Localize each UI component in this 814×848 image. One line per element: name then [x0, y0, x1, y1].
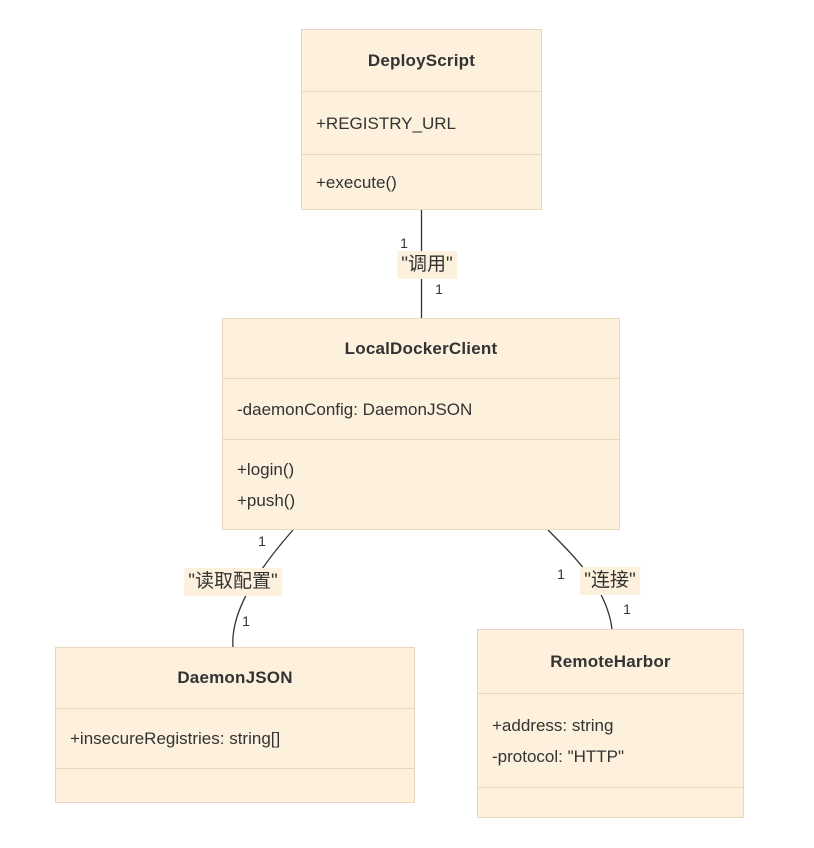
- relation-label-read-config: "读取配置": [184, 568, 282, 596]
- class-method: +execute(): [316, 172, 397, 192]
- class-attribute: +address: string: [492, 715, 614, 735]
- relation-label-connect: "连接": [580, 567, 640, 595]
- class-attributes-deployscript: +REGISTRY_URL: [302, 91, 541, 154]
- class-methods-deployscript: +execute(): [302, 154, 541, 209]
- class-title-remoteharbor: RemoteHarbor: [550, 651, 671, 671]
- multiplicity-to: 1: [435, 281, 443, 297]
- multiplicity-to: 1: [242, 613, 250, 629]
- multiplicity-from: 1: [400, 235, 408, 251]
- class-method: +push(): [237, 490, 296, 510]
- multiplicity-to: 1: [623, 601, 631, 617]
- class-attribute: +REGISTRY_URL: [316, 113, 456, 133]
- class-method: +login(): [237, 459, 295, 479]
- class-node-daemonjson: DaemonJSON +insecureRegistries: string[]: [55, 647, 415, 803]
- class-methods-remoteharbor: [478, 787, 743, 817]
- class-methods-daemonjson: [56, 768, 414, 802]
- class-attribute: -daemonConfig: DaemonJSON: [237, 399, 473, 419]
- multiplicity-from: 1: [258, 533, 266, 549]
- class-attributes-remoteharbor: +address: string -protocol: "HTTP": [478, 693, 743, 787]
- class-attributes-daemonjson: +insecureRegistries: string[]: [56, 708, 414, 768]
- class-attribute: -protocol: "HTTP": [492, 746, 625, 766]
- class-attributes-localdockerclient: -daemonConfig: DaemonJSON: [223, 378, 619, 439]
- class-attribute: +insecureRegistries: string[]: [70, 729, 281, 748]
- class-methods-localdockerclient: +login() +push(): [223, 439, 619, 529]
- relation-label-call: "调用": [397, 251, 457, 279]
- class-title-deployscript: DeployScript: [367, 50, 476, 70]
- class-node-deployscript: DeployScript +REGISTRY_URL +execute(): [301, 29, 542, 210]
- multiplicity-from: 1: [557, 566, 565, 582]
- class-node-localdockerclient: LocalDockerClient -daemonConfig: DaemonJ…: [222, 318, 620, 530]
- class-title-localdockerclient: LocalDockerClient: [344, 338, 498, 358]
- class-node-remoteharbor: RemoteHarbor +address: string -protocol:…: [477, 629, 744, 818]
- class-title-daemonjson: DaemonJSON: [177, 668, 293, 687]
